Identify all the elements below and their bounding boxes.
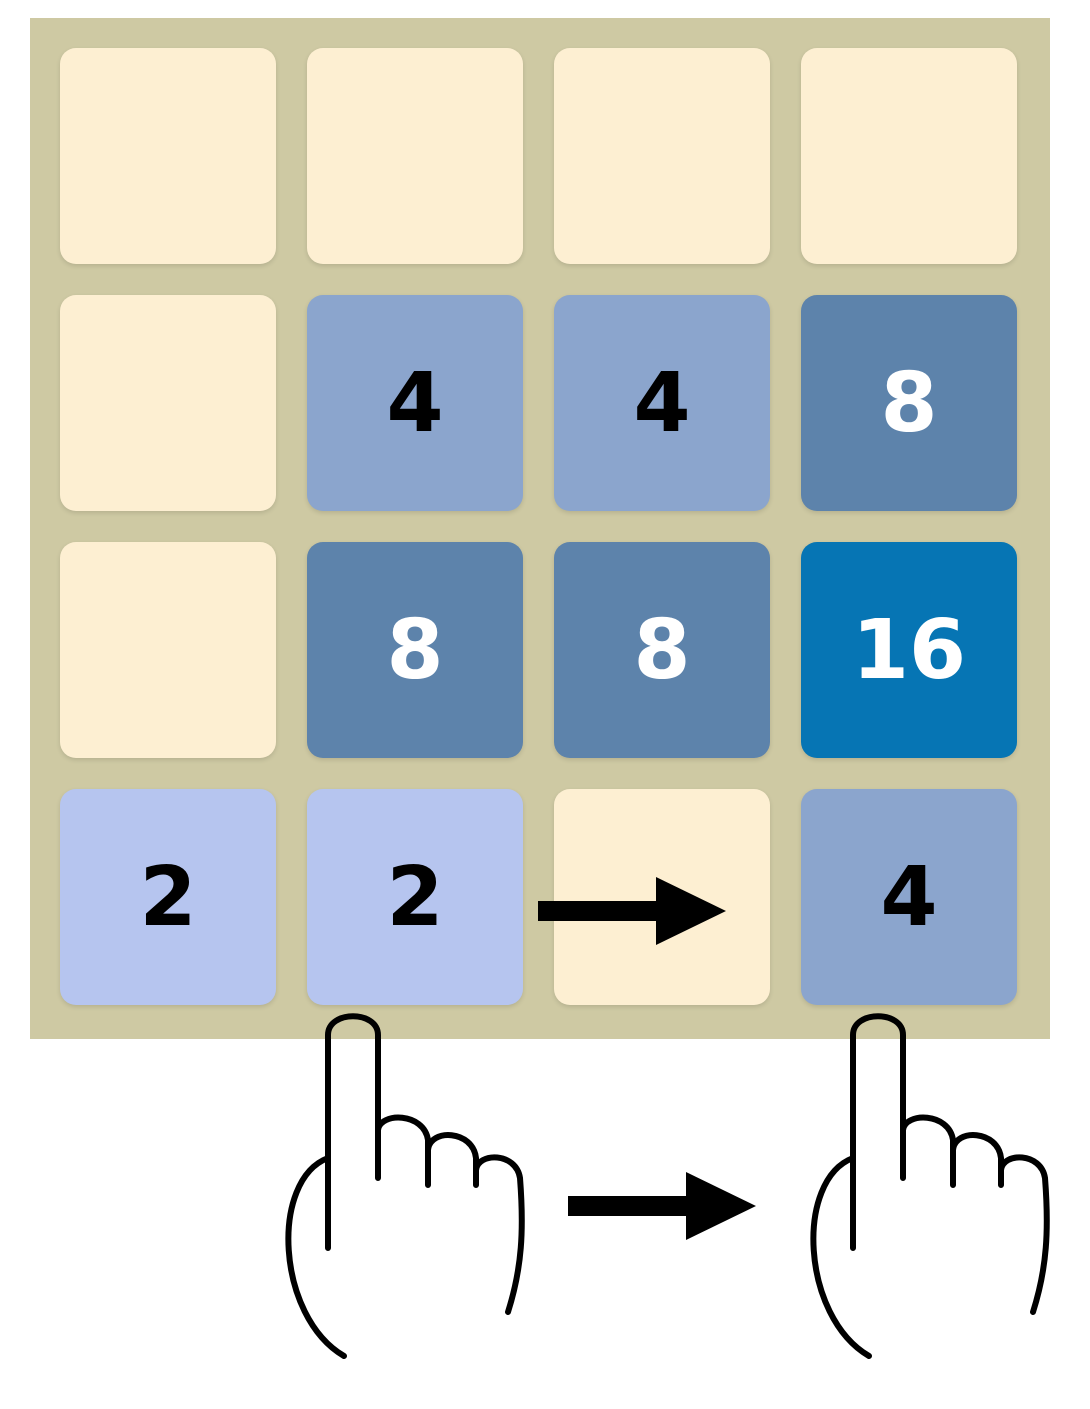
tile-16: 16 — [801, 542, 1017, 758]
pointing-hand-icon — [285, 1013, 525, 1359]
empty-cell — [307, 48, 523, 264]
tile-4: 4 — [554, 295, 770, 511]
empty-cell — [60, 542, 276, 758]
arrow-right-icon — [568, 1172, 756, 1240]
empty-cell — [60, 295, 276, 511]
tile-4: 4 — [801, 789, 1017, 1005]
tile-2: 2 — [307, 789, 523, 1005]
tile-8: 8 — [554, 542, 770, 758]
pointing-hand-icon — [810, 1013, 1050, 1359]
empty-cell — [801, 48, 1017, 264]
tile-8: 8 — [307, 542, 523, 758]
empty-cell — [554, 48, 770, 264]
tile-4: 4 — [307, 295, 523, 511]
tile-2: 2 — [60, 789, 276, 1005]
empty-cell — [60, 48, 276, 264]
arrow-right-icon — [538, 877, 726, 945]
tile-8: 8 — [801, 295, 1017, 511]
